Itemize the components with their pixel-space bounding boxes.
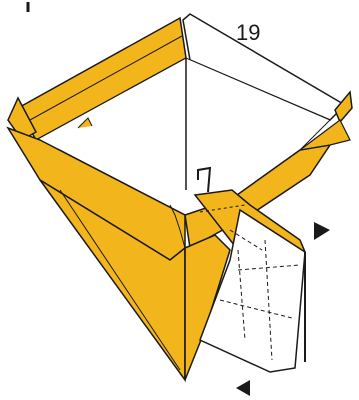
right-rim-tip — [335, 92, 352, 122]
arrow-left-icon — [236, 380, 250, 396]
arrow-right-icon — [314, 222, 330, 240]
step-number: 19 — [236, 20, 260, 46]
